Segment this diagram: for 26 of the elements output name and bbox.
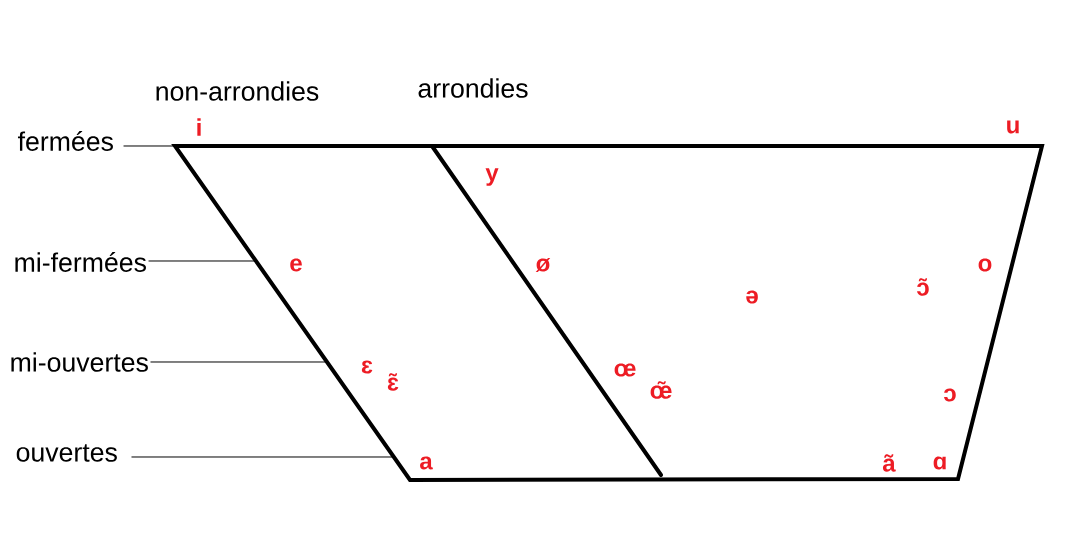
vowel-symbol: ɔ̃ [917,278,929,296]
vowel-symbol: e [290,258,302,272]
leader-line [123,145,176,147]
vowel-symbol: ã [882,454,896,472]
vowel-symbol: ɛ [361,360,373,374]
vowel-symbol: o [978,258,992,272]
leader-line [150,361,328,363]
leader-line [148,260,257,262]
column-heading: non-arrondies [156,81,319,101]
vowel-symbol: ɔ [944,388,956,402]
leader-line [131,456,395,458]
row-label: mi-fermées [15,252,146,272]
row-label: ouvertes [16,444,117,462]
vowel-symbol: u [1007,120,1019,134]
vowel-symbol: y [485,168,499,186]
vowel-symbol: ə [746,290,758,304]
column-heading: arrondies [418,78,528,98]
vowel-symbol: i [197,118,201,136]
vowel-symbol: œ̃ [650,381,672,399]
vowel-symbol: ɑ [933,456,946,470]
row-label: mi-ouvertes [11,352,148,372]
vowel-symbol: ø [535,258,551,272]
vowel-symbol: a [420,456,433,470]
vowel-symbol: ɛ̃ [387,373,399,391]
row-label: fermées [18,131,113,151]
vowel-symbol: œ [614,363,636,377]
